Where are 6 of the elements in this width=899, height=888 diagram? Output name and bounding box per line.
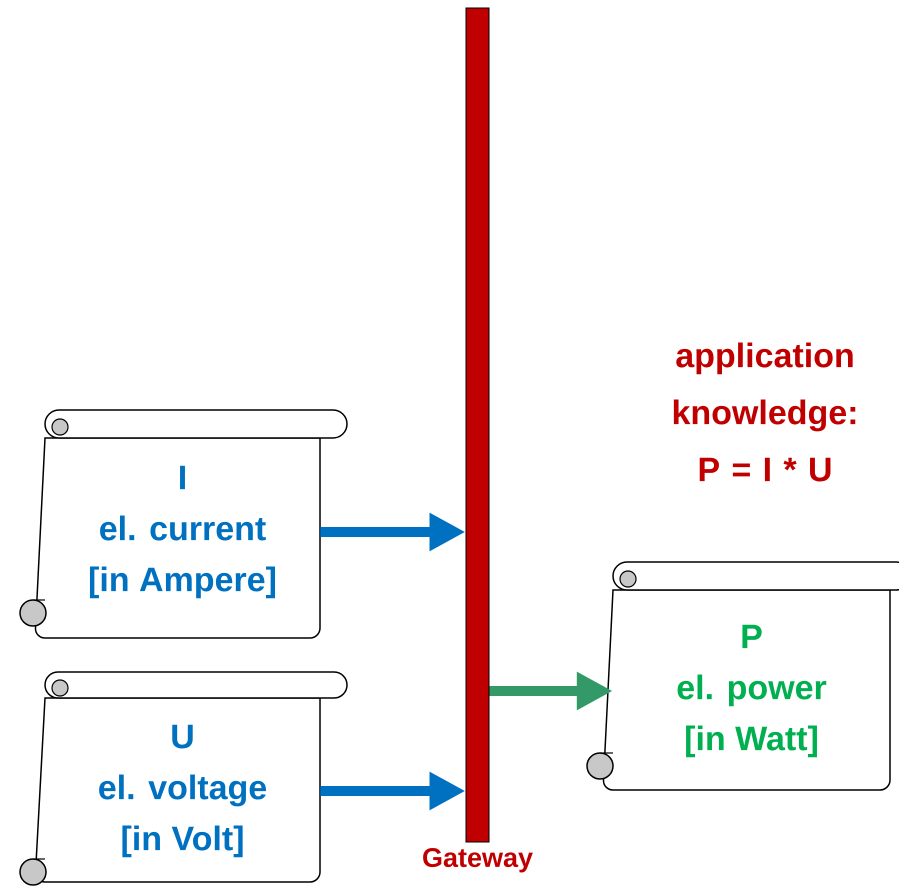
scroll-box: U el. voltage [in Volt] (19, 671, 348, 886)
node-label: Gateway (423, 848, 533, 872)
formula-note: application knowledge: P = I * U (674, 342, 856, 482)
gateway-bar: Gateway (423, 8, 533, 872)
scroll-box: P el. power [in Watt] (586, 561, 899, 791)
scroll-box: I el. current [in Ampere] (19, 409, 348, 639)
